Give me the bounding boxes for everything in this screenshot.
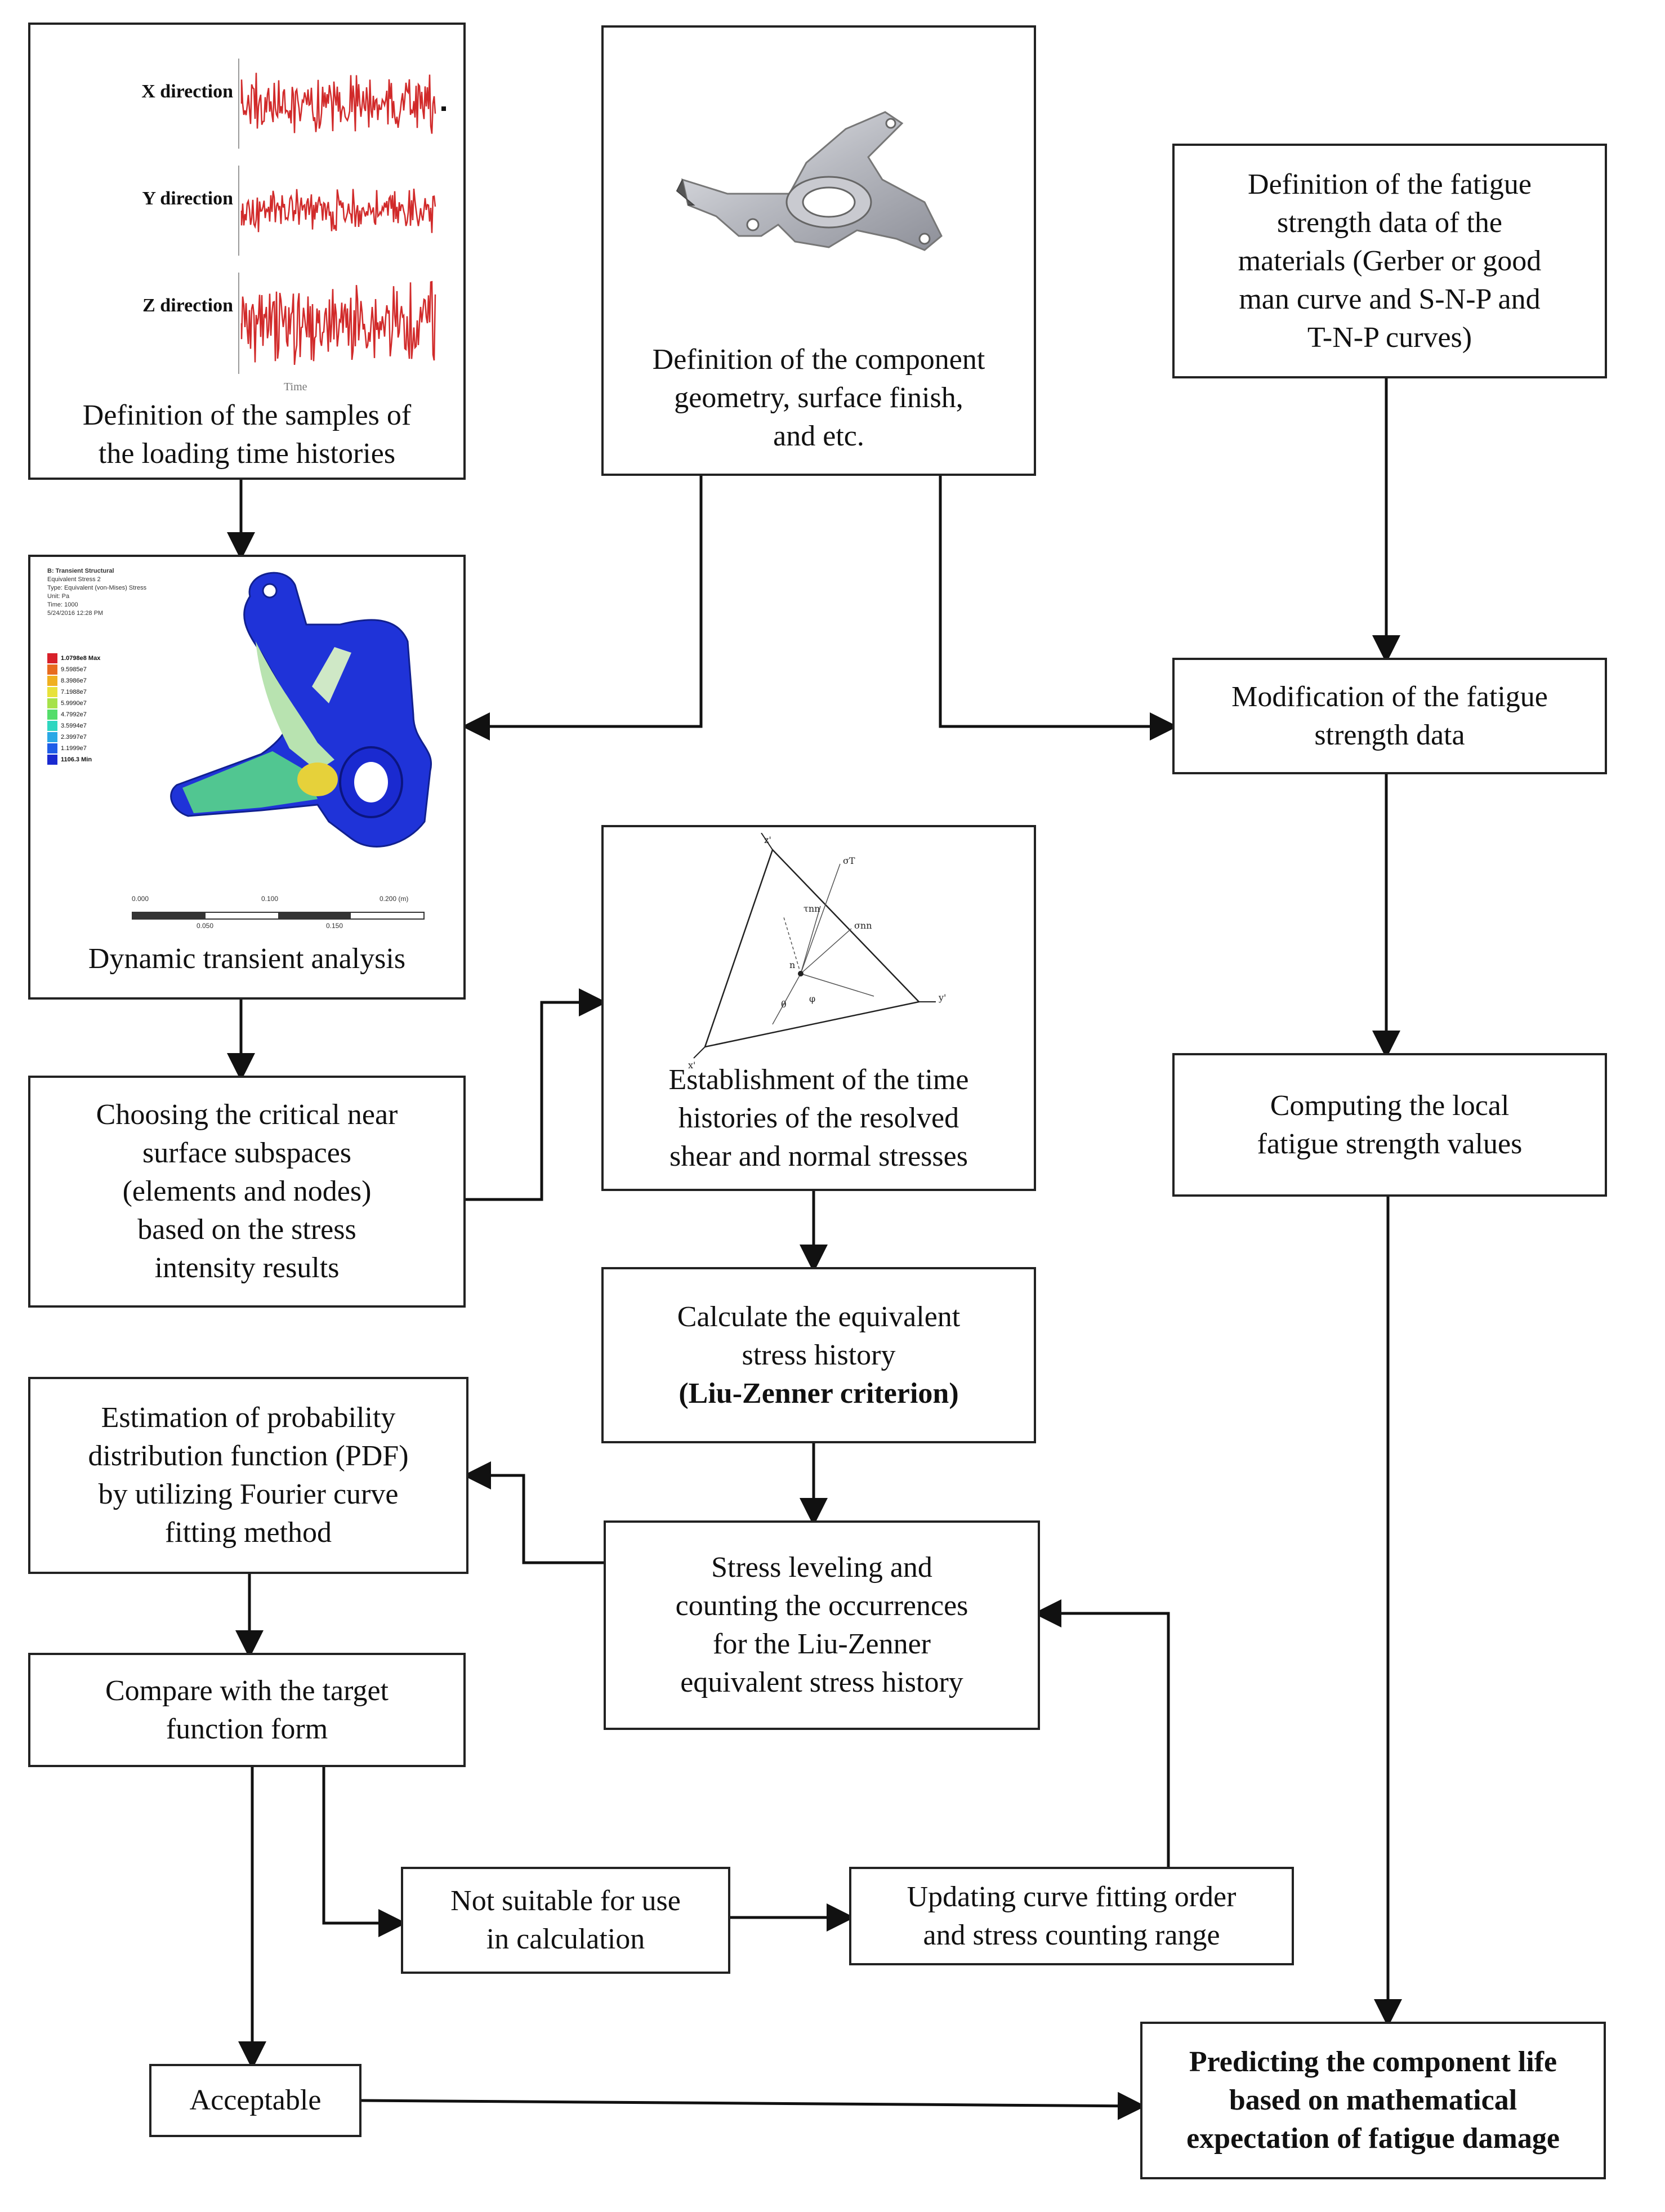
legend-entry: 3.5994e7 — [47, 720, 100, 732]
z-direction-waveform — [238, 273, 436, 374]
x-axis-label: x' — [688, 1060, 695, 1069]
arrow-critical-to-establishment — [466, 988, 607, 1201]
legend-value: 3.5994e7 — [61, 723, 87, 729]
legend-entry: 8.3986e7 — [47, 675, 100, 686]
legend-swatch — [47, 653, 57, 663]
establishment-box: z' σT τnn σnn y' x' θ φ n Establishment … — [601, 825, 1036, 1191]
legend-value: 9.5985e7 — [61, 666, 87, 673]
y-direction-label: Y direction — [142, 188, 233, 209]
fea-legend-header: B: Transient Structural Equivalent Stres… — [47, 568, 147, 617]
n-label: n — [789, 960, 795, 970]
arrow-compare-to-notsuitable — [322, 1767, 407, 1937]
critical-text: Choosing the critical near surface subsp… — [96, 1099, 398, 1284]
legend-swatch — [47, 698, 57, 708]
fea-color-legend: 1.0798e8 Max 9.5985e7 8.3986e7 7.1988e7 5.99… — [47, 653, 100, 765]
loading-caption: Definition of the samples of the loading… — [82, 399, 412, 470]
updating-text: Updating curve fitting order and stress … — [907, 1880, 1237, 1951]
predicting-life-box: Predicting the component life based on m… — [1140, 2022, 1606, 2179]
fatigue-data-text: Definition of the fatigue strength data … — [1238, 168, 1542, 354]
legend-swatch — [47, 710, 57, 720]
legend-swatch — [47, 676, 57, 686]
not-suitable-box: Not suitable for use in calculation — [401, 1867, 730, 1974]
y-direction-waveform — [238, 166, 436, 256]
legend-swatch — [47, 687, 57, 697]
z-axis-label: z' — [764, 835, 771, 845]
fea-stress-contour-model — [170, 572, 432, 848]
legend-entry: 7.1988e7 — [47, 686, 100, 698]
fatigue-strength-data-box: Definition of the fatigue strength data … — [1172, 144, 1607, 378]
x-direction-signal: X direction — [64, 53, 446, 154]
steering-knuckle-illustration — [676, 111, 943, 251]
legend-entry: 1.0798e8 Max — [47, 653, 100, 664]
critical-subspaces-box: Choosing the critical near surface subsp… — [28, 1076, 466, 1308]
arrow-acceptable-to-predicting — [361, 2091, 1146, 2120]
transient-caption: Dynamic transient analysis — [88, 943, 406, 975]
establishment-caption: Establishment of the time histories of t… — [668, 1064, 969, 1172]
compare-box: Compare with the target function form — [28, 1653, 466, 1767]
legend-swatch — [47, 732, 57, 742]
not-suitable-text: Not suitable for use in calculation — [450, 1885, 681, 1955]
legend-value: 7.1988e7 — [61, 689, 87, 695]
modification-box: Modification of the fatigue strength dat… — [1172, 658, 1607, 774]
arrow-leveling-to-pdf — [463, 1461, 604, 1564]
stress-leveling-box: Stress leveling and counting the occurre… — [604, 1520, 1040, 1730]
pdf-estimation-box: Estimation of probability distribution f… — [28, 1377, 468, 1574]
legend-entry: 1106.3 Min — [47, 754, 100, 765]
modification-text: Modification of the fatigue strength dat… — [1231, 680, 1548, 751]
legend-entry: 2.3997e7 — [47, 732, 100, 743]
tau-nn-label: τnn — [804, 903, 820, 914]
arrow-geometry-to-modification — [939, 476, 1178, 741]
local-fatigue-strength-box: Computing the local fatigue strength val… — [1172, 1053, 1607, 1197]
dynamic-transient-analysis-box: B: Transient Structural Equivalent Stres… — [28, 555, 466, 1000]
stress-plane-diagram: z' σT τnn σnn y' x' θ φ n — [688, 833, 946, 1069]
z-direction-label: Z direction — [142, 295, 233, 316]
geometry-caption: Definition of the component geometry, su… — [652, 344, 985, 452]
y-axis-label: y' — [938, 992, 946, 1003]
acceptable-text: Acceptable — [189, 2084, 322, 2116]
sigma-t-label: σT — [843, 855, 855, 866]
legend-value: 1106.3 Min — [61, 756, 92, 763]
legend-value: 1.0798e8 Max — [61, 655, 101, 662]
z-direction-signal: Z direction — [64, 267, 436, 374]
equivalent-text: Calculate the equivalent stress history … — [677, 1300, 961, 1410]
legend-value: 2.3997e7 — [61, 734, 87, 741]
legend-swatch — [47, 721, 57, 731]
legend-value: 1.1999e7 — [61, 745, 87, 752]
legend-entry: 9.5985e7 — [47, 664, 100, 675]
legend-entry: 5.9990e7 — [47, 698, 100, 709]
arrow-updating-to-leveling — [1033, 1599, 1170, 1867]
component-geometry-box: Definition of the component geometry, su… — [601, 25, 1036, 476]
equivalent-stress-box: Calculate the equivalent stress history … — [601, 1267, 1036, 1443]
legend-entry: 1.1999e7 — [47, 743, 100, 754]
time-axis-label: Time — [284, 381, 307, 393]
x-direction-waveform — [238, 59, 446, 149]
pdf-text: Estimation of probability distribution f… — [88, 1402, 409, 1549]
legend-swatch — [47, 755, 57, 765]
arrow-geometry-to-transient — [462, 476, 703, 741]
loading-time-histories-box: X direction Y direction Z direction Time… — [28, 23, 466, 480]
theta-label: θ — [781, 999, 787, 1010]
x-direction-label: X direction — [141, 81, 233, 102]
legend-entry: 4.7992e7 — [47, 709, 100, 720]
acceptable-box: Acceptable — [149, 2064, 361, 2137]
legend-value: 8.3986e7 — [61, 677, 87, 684]
updating-box: Updating curve fitting order and stress … — [849, 1867, 1294, 1965]
legend-value: 4.7992e7 — [61, 711, 87, 718]
legend-value: 5.9990e7 — [61, 700, 87, 707]
y-direction-signal: Y direction — [64, 160, 436, 261]
compare-text: Compare with the target function form — [105, 1674, 389, 1745]
predicting-text: Predicting the component life based on m… — [1186, 2046, 1560, 2155]
local-strength-text: Computing the local fatigue strength val… — [1257, 1089, 1523, 1160]
fea-scale-bar: 0.000 0.100 0.200 (m) 0.050 0.150 — [132, 895, 425, 933]
phi-label: φ — [809, 993, 815, 1004]
legend-swatch — [47, 665, 57, 675]
leveling-text: Stress leveling and counting the occurre… — [675, 1551, 968, 1698]
sigma-nn-label: σnn — [854, 920, 872, 931]
legend-swatch — [47, 743, 57, 753]
